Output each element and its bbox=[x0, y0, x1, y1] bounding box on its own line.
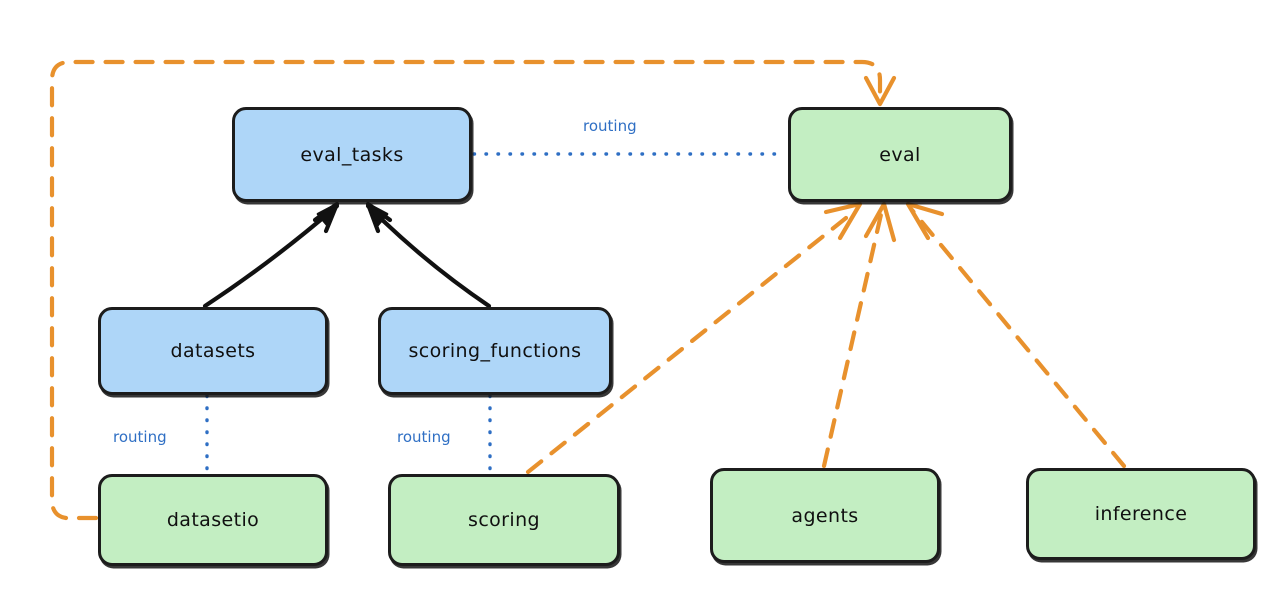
node-label-eval_tasks: eval_tasks bbox=[300, 143, 404, 166]
node-eval[interactable]: eval bbox=[788, 107, 1012, 202]
node-label-eval: eval bbox=[879, 143, 921, 166]
node-datasets[interactable]: datasets bbox=[98, 307, 328, 395]
node-label-scoring_functions: scoring_functions bbox=[408, 340, 582, 362]
edge-datasetio-eval bbox=[49, 59, 897, 521]
node-scoring[interactable]: scoring bbox=[388, 474, 620, 566]
edge-agents-eval bbox=[821, 201, 897, 469]
node-label-inference: inference bbox=[1094, 503, 1188, 525]
edge-inference-eval bbox=[905, 201, 1127, 469]
edge-datasets-eval_tasks bbox=[202, 201, 340, 309]
node-eval_tasks[interactable]: eval_tasks bbox=[232, 107, 472, 202]
node-datasetio[interactable]: datasetio bbox=[98, 474, 328, 566]
edge-scoring_functions-eval_tasks bbox=[365, 201, 492, 309]
edge-scoring-eval bbox=[525, 201, 863, 475]
node-label-datasets: datasets bbox=[170, 340, 256, 362]
node-label-scoring: scoring bbox=[468, 509, 540, 531]
node-label-agents: agents bbox=[791, 504, 859, 527]
node-label-datasetio: datasetio bbox=[166, 509, 260, 531]
node-agents[interactable]: agents bbox=[710, 468, 940, 563]
node-inference[interactable]: inference bbox=[1026, 468, 1256, 560]
node-scoring_functions[interactable]: scoring_functions bbox=[378, 307, 612, 395]
